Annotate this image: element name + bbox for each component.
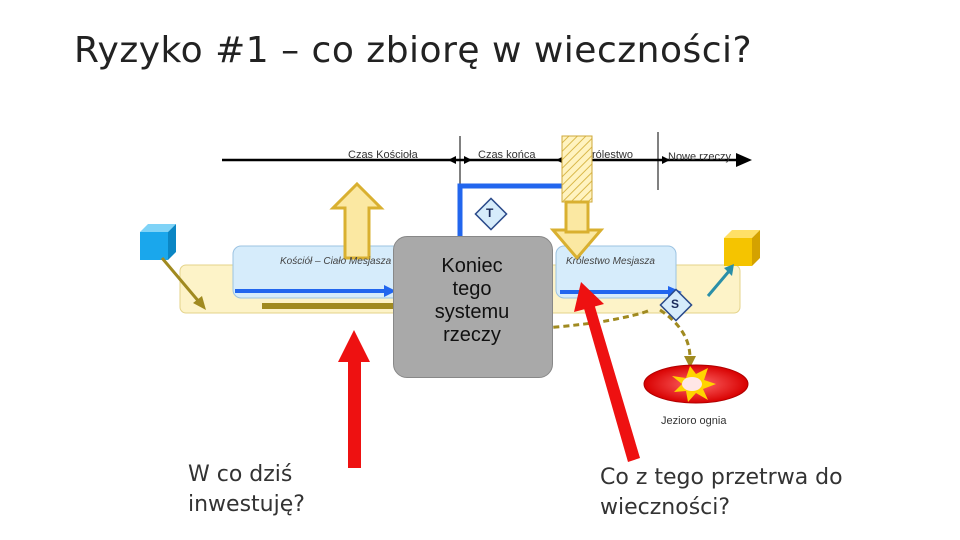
- question-left: W co dziś inwestuję?: [188, 460, 305, 520]
- yellow-cube-arrow-line: [706, 269, 732, 297]
- kingdom-label: Królestwo Mesjasza: [566, 256, 655, 267]
- s-marker-label: S: [671, 297, 680, 311]
- red-arrow-left: [338, 330, 370, 468]
- t-marker: [474, 197, 508, 231]
- kingdom-box: [555, 245, 677, 299]
- timeline-arrowhead: [736, 153, 752, 167]
- hatched-bar: [561, 135, 593, 203]
- end-of-system-box: [393, 236, 553, 378]
- tick-arrow-right-3: [662, 156, 670, 164]
- center-line-2: tego: [452, 278, 492, 300]
- question-right-line-1: Co z tego przetrwa do: [600, 465, 843, 490]
- question-left-line-2: inwestuję?: [188, 492, 305, 517]
- center-line-1: Koniec: [441, 255, 503, 277]
- blue-cube: [140, 224, 176, 260]
- slide-title: Ryzyko #1 – co zbiorę w wieczności?: [74, 30, 753, 71]
- center-line-4: rzeczy: [443, 324, 501, 346]
- timeline-label-church: Czas Kościoła: [348, 149, 418, 161]
- fire-core: [682, 377, 702, 391]
- church-body-label: Kościół – Ciało Mesjasza: [280, 256, 392, 267]
- yellow-cube: [724, 230, 760, 266]
- timeline-label-new: Nowe rzeczy: [668, 151, 731, 163]
- red-arrow-right: [574, 282, 640, 462]
- block-arrow-down-shaft: [564, 200, 590, 234]
- timeline-label-kingdom: rólestwo: [592, 149, 633, 161]
- blue-path-upper: [457, 183, 566, 200]
- cube-arrow-head: [193, 296, 206, 310]
- cube-arrow-line: [160, 257, 202, 304]
- end-of-system-text: Koniec tego systemu rzeczy: [393, 255, 551, 347]
- question-right-line-2: wieczności?: [600, 495, 731, 520]
- tick-arrow-left-1: [448, 156, 456, 164]
- olive-dashed-center: [394, 308, 651, 332]
- tick-arrow-right-1: [464, 156, 472, 164]
- question-right: Co z tego przetrwa do wieczności?: [600, 463, 843, 523]
- question-left-line-1: W co dziś: [188, 462, 293, 487]
- s-marker: [659, 288, 693, 322]
- yellow-cube-arrow-head: [724, 264, 734, 276]
- olive-arrow-down: [684, 356, 696, 368]
- t-marker-label: T: [486, 206, 494, 220]
- timeline-label-end: Czas końca: [478, 149, 536, 161]
- lake-of-fire-label: Jezioro ognia: [661, 415, 727, 427]
- olive-dashed-down: [659, 308, 692, 359]
- center-line-3: systemu: [434, 301, 510, 323]
- blue-arrow-church: [384, 285, 396, 297]
- block-arrow-up: [329, 181, 385, 260]
